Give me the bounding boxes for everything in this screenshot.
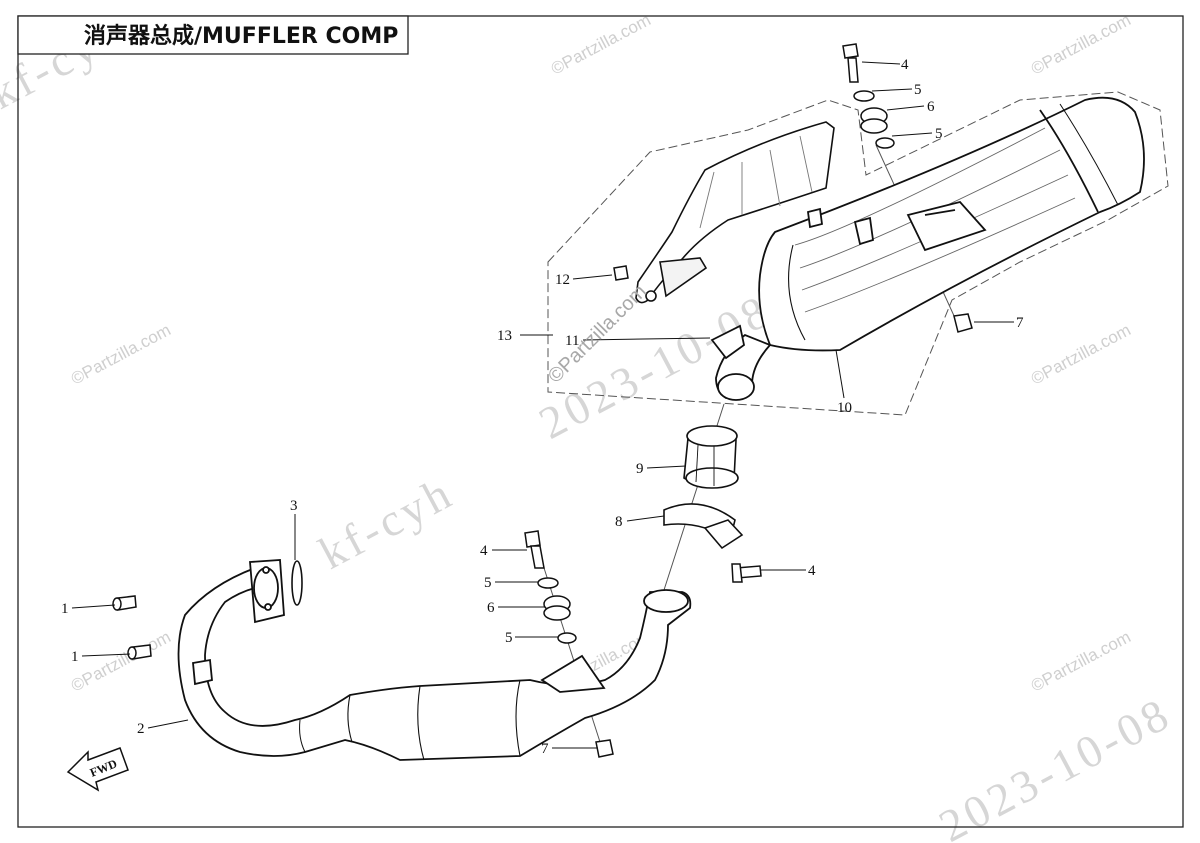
flange-gasket bbox=[291, 560, 303, 606]
callout-2: 2 bbox=[137, 721, 145, 737]
watermark-partzilla: ©Partzilla.com bbox=[68, 320, 174, 388]
callout-5: 5 bbox=[935, 126, 943, 142]
callout-13: 13 bbox=[497, 328, 512, 344]
callout-3: 3 bbox=[290, 498, 298, 514]
callout-5: 5 bbox=[484, 575, 492, 591]
callout-1: 1 bbox=[71, 649, 79, 665]
muffler bbox=[710, 96, 1145, 401]
callout-5: 5 bbox=[914, 82, 922, 98]
callout-5: 5 bbox=[505, 630, 513, 646]
callout-6: 6 bbox=[927, 99, 935, 115]
exhaust-pipe bbox=[177, 559, 692, 761]
watermark-partzilla: ©Partzilla.com bbox=[1028, 10, 1134, 78]
assembly-group-outline bbox=[547, 91, 1169, 416]
callout-4: 4 bbox=[808, 563, 816, 579]
forward-direction-arrow: FWD bbox=[66, 747, 129, 792]
callout-10: 10 bbox=[837, 400, 852, 416]
diagram-title: 消声器总成/MUFFLER COMP bbox=[84, 23, 398, 49]
flange-studs bbox=[112, 595, 152, 660]
callout-4: 4 bbox=[901, 57, 909, 73]
watermark-date: 2023-10-08 bbox=[931, 687, 1180, 843]
callout-labels: 4 5 6 5 7 10 12 11 13 9 8 4 4 5 6 5 7 1 … bbox=[61, 57, 1024, 757]
pipe-clamp bbox=[663, 503, 744, 550]
callout-12: 12 bbox=[555, 272, 570, 288]
gasket-sleeve bbox=[683, 425, 739, 489]
title-block bbox=[17, 15, 409, 55]
leader-lines bbox=[71, 61, 1014, 749]
heat-shield bbox=[635, 121, 835, 304]
callout-8: 8 bbox=[615, 514, 623, 530]
callout-7: 7 bbox=[541, 741, 549, 757]
watermark-partzilla: ©Partzilla.com bbox=[68, 627, 174, 695]
callout-7: 7 bbox=[1016, 315, 1024, 331]
watermark-partzilla: ©Partzilla.com bbox=[1028, 627, 1134, 695]
callout-11: 11 bbox=[565, 333, 579, 349]
watermark-partzilla: ©Partzilla.com bbox=[548, 10, 654, 78]
callout-6: 6 bbox=[487, 600, 495, 616]
callout-4: 4 bbox=[480, 543, 488, 559]
callout-9: 9 bbox=[636, 461, 644, 477]
callout-1: 1 bbox=[61, 601, 69, 617]
drawing-frame bbox=[17, 15, 1184, 828]
watermark-partzilla: ©Partzilla.com bbox=[1028, 320, 1134, 388]
watermark-user: kf-cyh bbox=[311, 466, 462, 579]
fasteners bbox=[524, 43, 973, 758]
